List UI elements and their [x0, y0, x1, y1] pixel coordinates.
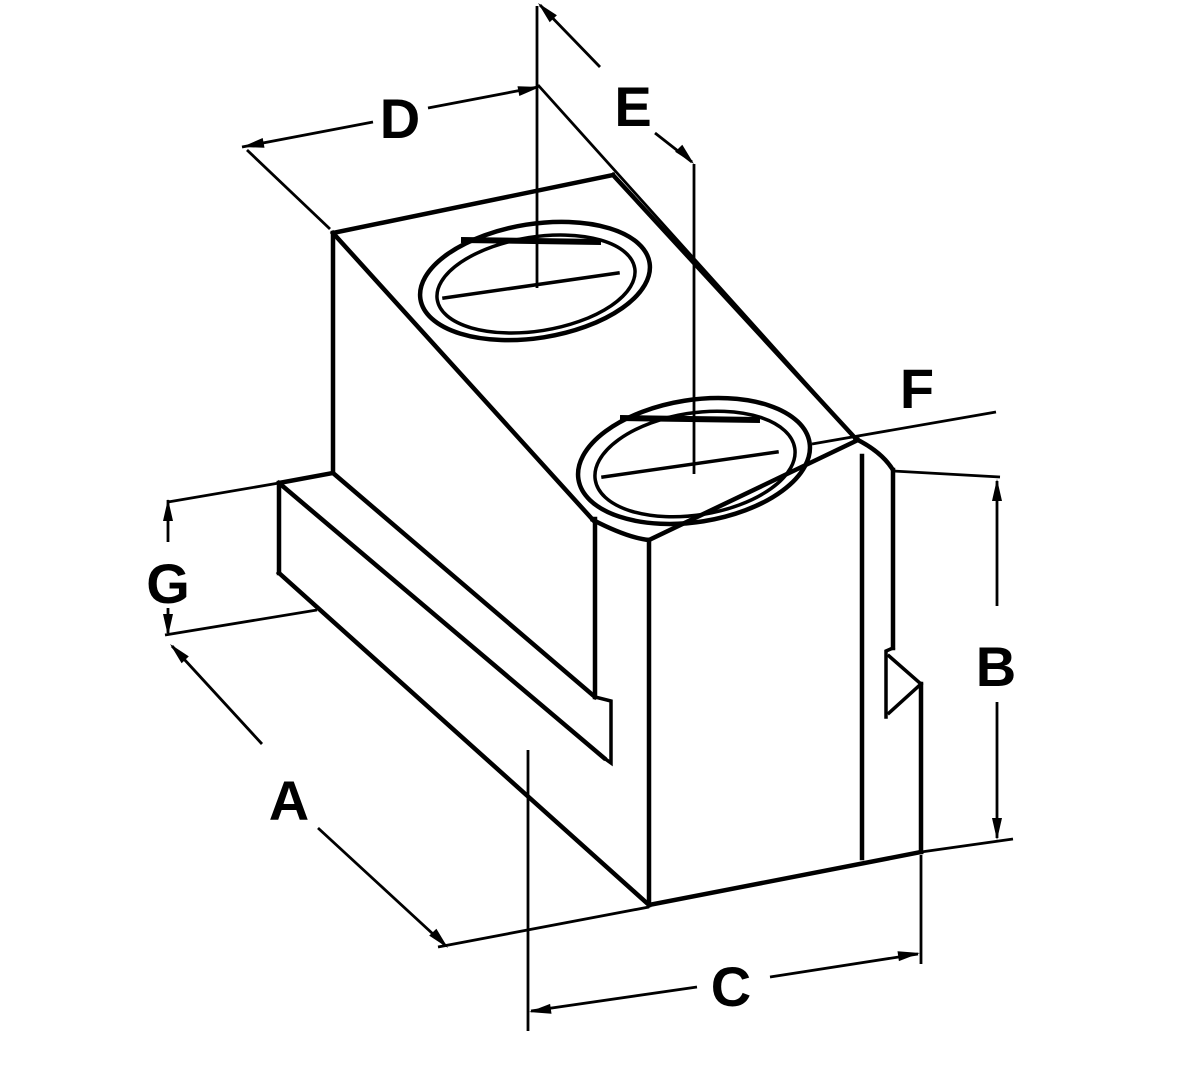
- dim-a-arrow-top: [170, 644, 189, 664]
- dim-g-extension-top: [167, 481, 280, 504]
- dim-b-extension-bottom: [920, 837, 1014, 854]
- dimension-d: D: [241, 84, 859, 441]
- top-face-back-left-edge: [330, 172, 616, 236]
- dim-g-arrow-bottom: [163, 614, 173, 636]
- notch-chamfer-lower: [886, 681, 924, 716]
- dim-d-arrow-left: [242, 138, 265, 148]
- hole-2-outer-ellipse: [575, 395, 813, 527]
- flange-end-top-edge: [276, 470, 336, 486]
- dim-g-arrow-top: [163, 499, 173, 521]
- dim-label-e: E: [614, 75, 651, 138]
- dim-f-leader-line: [811, 410, 997, 446]
- dim-a-line-lower: [317, 826, 447, 948]
- right-notch: [884, 645, 924, 855]
- hole-1-inner-wall-line: [442, 271, 620, 300]
- dim-label-b: B: [976, 635, 1016, 698]
- flange-top-inner-edge: [329, 469, 599, 701]
- dimension-f: F: [811, 357, 997, 446]
- counterbored-hole-2: [575, 164, 813, 527]
- dim-label-c: C: [711, 955, 751, 1018]
- dim-g-extension-bottom: [164, 608, 318, 637]
- flange-top-outer-edge: [275, 479, 608, 762]
- dim-e-arrow-upper: [538, 3, 557, 23]
- dim-c-arrow-left: [529, 1003, 552, 1014]
- dim-d-extension-right: [536, 84, 859, 441]
- hole-2-counterbore-ellipse: [593, 409, 797, 519]
- notch-step-edge: [884, 645, 896, 719]
- rounded-corner-east-arc: [852, 435, 897, 474]
- dim-b-arrow-bottom: [992, 818, 1002, 840]
- hole-1-counterbore-ellipse: [435, 233, 637, 335]
- flange-bottom-edge: [275, 569, 653, 909]
- dimension-e: E: [538, 3, 694, 164]
- dim-c-arrow-right: [897, 951, 920, 962]
- top-face-front-left-edge: [329, 229, 597, 524]
- notch-chamfer-upper: [886, 653, 924, 687]
- dim-label-f: F: [900, 357, 934, 420]
- dim-label-d: D: [380, 87, 420, 150]
- dim-c-line-right: [769, 952, 919, 979]
- dim-label-a: A: [269, 769, 309, 832]
- dim-label-g: G: [146, 552, 190, 615]
- dim-c-line-left: [530, 985, 698, 1013]
- dim-b-extension-top: [892, 469, 1001, 479]
- left-flange: [275, 469, 653, 909]
- dim-b-arrow-top: [992, 479, 1002, 501]
- hole-1-inner-top-edge: [460, 237, 602, 245]
- dim-a-arrow-bottom: [429, 928, 448, 948]
- dimension-g: G: [146, 481, 318, 637]
- dimension-b: B: [892, 469, 1016, 854]
- dimension-c: C: [526, 750, 923, 1031]
- hole-2-inner-wall-line: [601, 450, 779, 479]
- t-nut-block: [275, 171, 924, 909]
- dim-a-line-upper: [170, 645, 264, 745]
- dimension-a: A: [170, 644, 650, 949]
- dim-d-extension-left: [246, 148, 331, 231]
- dim-a-extension-bottom: [437, 905, 650, 949]
- dim-d-line-left: [241, 120, 374, 149]
- dim-e-arrow-lower: [675, 144, 694, 164]
- dim-d-arrow-right: [517, 86, 540, 96]
- rounded-corner-south-arc: [589, 516, 652, 543]
- hole-1-outer-ellipse: [417, 219, 653, 343]
- flange-front-end-step: [592, 694, 613, 767]
- hole-2-inner-top-edge: [619, 415, 761, 423]
- counterbored-hole-1: [417, 6, 653, 343]
- bottom-front-edge: [646, 849, 924, 908]
